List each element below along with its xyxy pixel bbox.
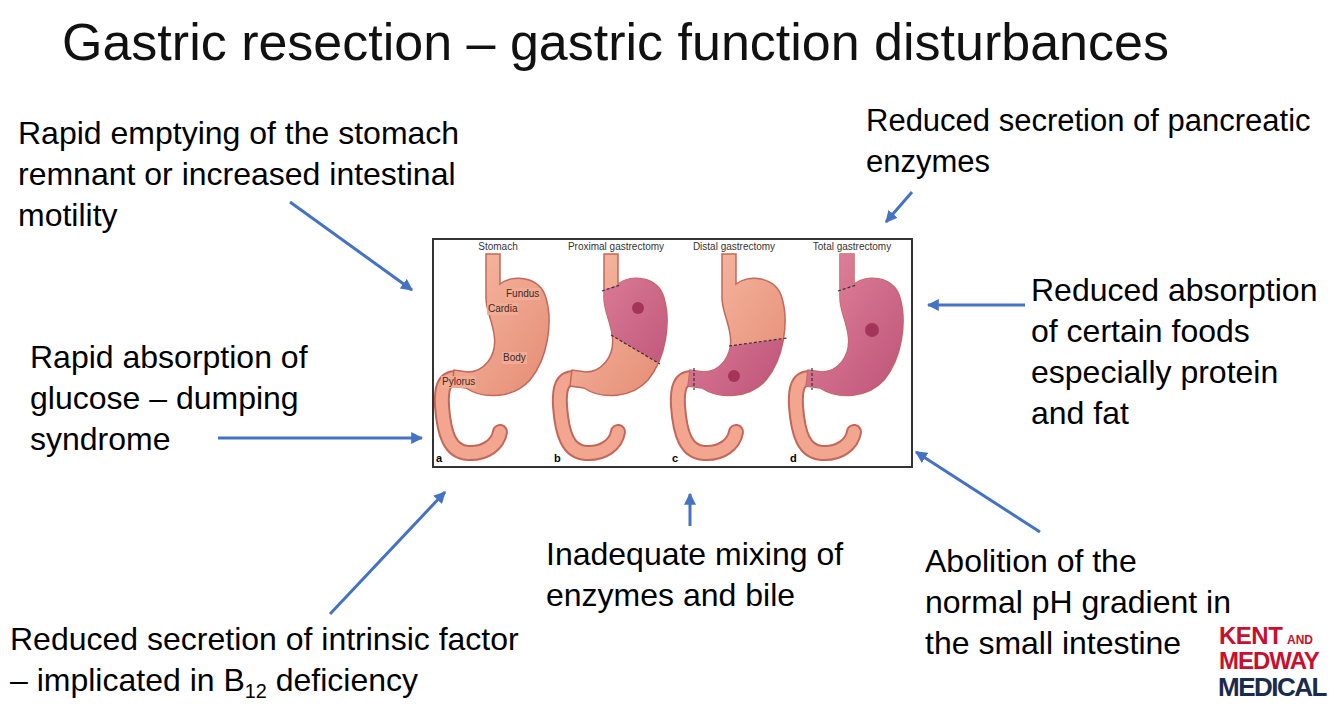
stomach-figure [560, 254, 667, 453]
resection-line [693, 368, 694, 390]
callout-text: Reduced secretion of intrinsic factor – … [10, 619, 540, 701]
callout-text: Rapid emptying of the stomach remnant or… [18, 113, 478, 236]
panel-heading: Proximal gastrectomy [568, 241, 664, 253]
resected-region [806, 254, 903, 396]
leader-arrow [928, 304, 1025, 307]
panel-heading: Total gastrectomy [813, 241, 891, 253]
duodenum-outline [442, 378, 500, 453]
duodenum [560, 378, 618, 453]
anatomy-label: Cardia [487, 303, 518, 315]
resection-line [838, 285, 856, 291]
resection-line [602, 285, 620, 291]
leader-arrow [290, 202, 412, 290]
stomach-shape [688, 254, 785, 396]
stomach-figure [796, 254, 903, 453]
stomach-shape [570, 254, 667, 396]
stomach-figure [678, 254, 787, 453]
stomach-figure [442, 254, 549, 453]
duodenum [442, 378, 500, 453]
panel-letter: d [790, 452, 797, 464]
panel-heading: Distal gastrectomy [693, 241, 775, 253]
leader-arrow [886, 192, 912, 222]
duodenum-outline [796, 378, 854, 453]
resected-region [688, 254, 785, 396]
resection-line [811, 368, 812, 390]
stomach-shape [452, 254, 549, 396]
callout-text: Reduced absorption of certain foods espe… [1031, 270, 1327, 434]
anatomy-label: Fundus [505, 288, 540, 300]
resection-line [611, 335, 660, 364]
duodenum-outline [678, 378, 736, 453]
panel-letter: c [672, 452, 678, 464]
callout-text: Reduced secretion of pancreatic enzymes [866, 100, 1318, 182]
callout-text: Inadequate mixing of enzymes and bile [546, 534, 846, 616]
resection-line [729, 338, 787, 346]
panel-heading: Stomach [478, 241, 517, 253]
slide-title: Gastric resection – gastric function dis… [62, 12, 1169, 72]
tumour-spot [632, 302, 644, 314]
tumour-spot [865, 323, 879, 337]
leader-arrow [330, 492, 445, 614]
panel-letter: b [554, 452, 561, 464]
duodenum [796, 378, 854, 453]
anatomy-label: Body [502, 352, 527, 364]
callout-text: Abolition of the normal pH gradient in t… [925, 541, 1237, 664]
panel-letter: a [436, 452, 442, 464]
leader-arrow [689, 494, 692, 526]
resected-region [570, 254, 667, 396]
anatomy-label: Pylorus [441, 376, 476, 388]
duodenum [678, 378, 736, 453]
figure-frame: Stomach Proximal gastrectomy Distal gastre… [432, 238, 913, 468]
tumour-spot [728, 370, 740, 382]
duodenum-outline [560, 378, 618, 453]
logo-text: KENT [1219, 624, 1282, 648]
logo-text: MEDWAY [1219, 649, 1319, 673]
callout-text: Rapid absorption of glucose – dumping sy… [30, 337, 320, 460]
stomach-shape [806, 254, 903, 396]
leader-arrow [916, 452, 1040, 532]
logo-text: MEDICAL [1218, 674, 1326, 700]
leader-arrow [218, 437, 422, 440]
logo-text: AND [1287, 634, 1313, 646]
